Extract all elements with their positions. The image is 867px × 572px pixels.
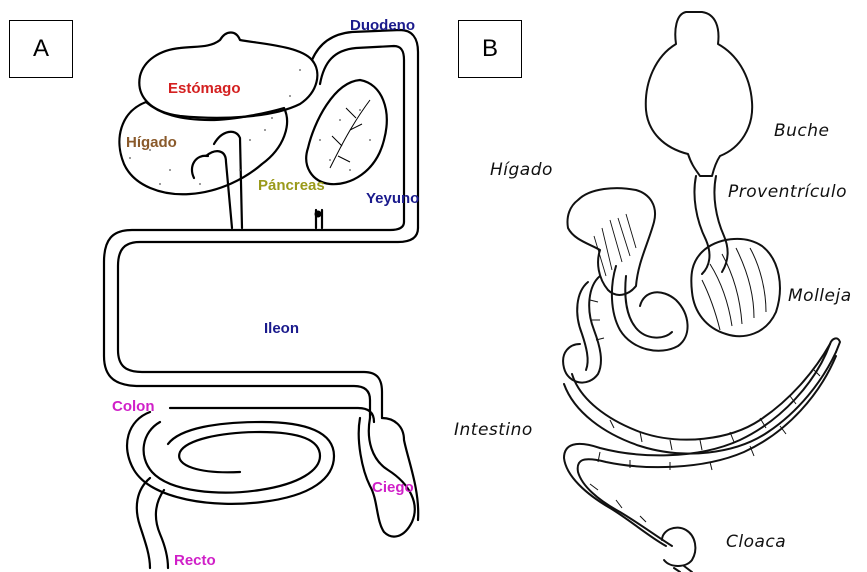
pancreatic-papilla bbox=[315, 211, 322, 218]
duodenal-loop bbox=[612, 266, 688, 351]
pancreas-outline bbox=[306, 80, 386, 184]
cloaca-label: Cloaca bbox=[726, 532, 786, 552]
pancreas-label: Páncreas bbox=[258, 177, 325, 194]
yeyuno-label: Yeyuno bbox=[366, 190, 419, 207]
higado-label-a: Hígado bbox=[126, 134, 177, 151]
ileon-label: Ileon bbox=[264, 320, 299, 337]
colon-upper bbox=[170, 408, 374, 422]
stomach-outline bbox=[139, 33, 317, 118]
duodeno-label: Duodeno bbox=[350, 17, 415, 34]
molleja-label: Molleja bbox=[788, 286, 852, 306]
panel-a-label: A bbox=[9, 20, 73, 78]
esophagus-2 bbox=[714, 176, 727, 272]
large-intestine-1 bbox=[564, 344, 830, 546]
colon-spiral-2 bbox=[127, 412, 334, 504]
intestino-label: Intestino bbox=[454, 420, 533, 440]
rectum-outline-2 bbox=[156, 490, 168, 568]
colon-label: Colon bbox=[112, 398, 155, 415]
intestine-coil-1 bbox=[563, 276, 601, 383]
organ-texture bbox=[129, 69, 371, 185]
duodenal-loop-inner bbox=[625, 276, 672, 338]
small-intestine-inner bbox=[104, 222, 404, 418]
diagram-panel-a: A Duodeno Estómago Hígado Páncreas Yeyun… bbox=[0, 0, 440, 572]
cecum-outline bbox=[359, 418, 415, 537]
higado-label-b: Hígado bbox=[490, 160, 553, 180]
buche-label: Buche bbox=[774, 121, 830, 141]
pancreas-veins bbox=[330, 100, 370, 168]
panel-b-label: B bbox=[458, 20, 522, 78]
proventriculo-label: Proventrículo bbox=[728, 182, 847, 202]
ciego-label: Ciego bbox=[372, 479, 414, 496]
intestine-texture bbox=[590, 300, 820, 522]
bile-duct-2 bbox=[192, 132, 242, 228]
estomago-label: Estómago bbox=[168, 80, 241, 97]
intestine-long-1 bbox=[572, 344, 830, 440]
colon-spiral-1 bbox=[144, 422, 320, 493]
diagram-panel-b: Buche Hígado Proventrículo Molleja Intes… bbox=[440, 0, 867, 572]
intestine-coil-2 bbox=[577, 282, 588, 370]
liver-outline-b bbox=[567, 188, 655, 295]
cloaca-outline bbox=[662, 528, 695, 566]
rectum-outline bbox=[137, 478, 150, 568]
bile-duct bbox=[206, 151, 232, 228]
crop-outline bbox=[646, 12, 752, 176]
gizzard-ridges bbox=[702, 248, 766, 330]
intestine-tip bbox=[830, 338, 840, 352]
recto-label: Recto bbox=[174, 552, 216, 569]
